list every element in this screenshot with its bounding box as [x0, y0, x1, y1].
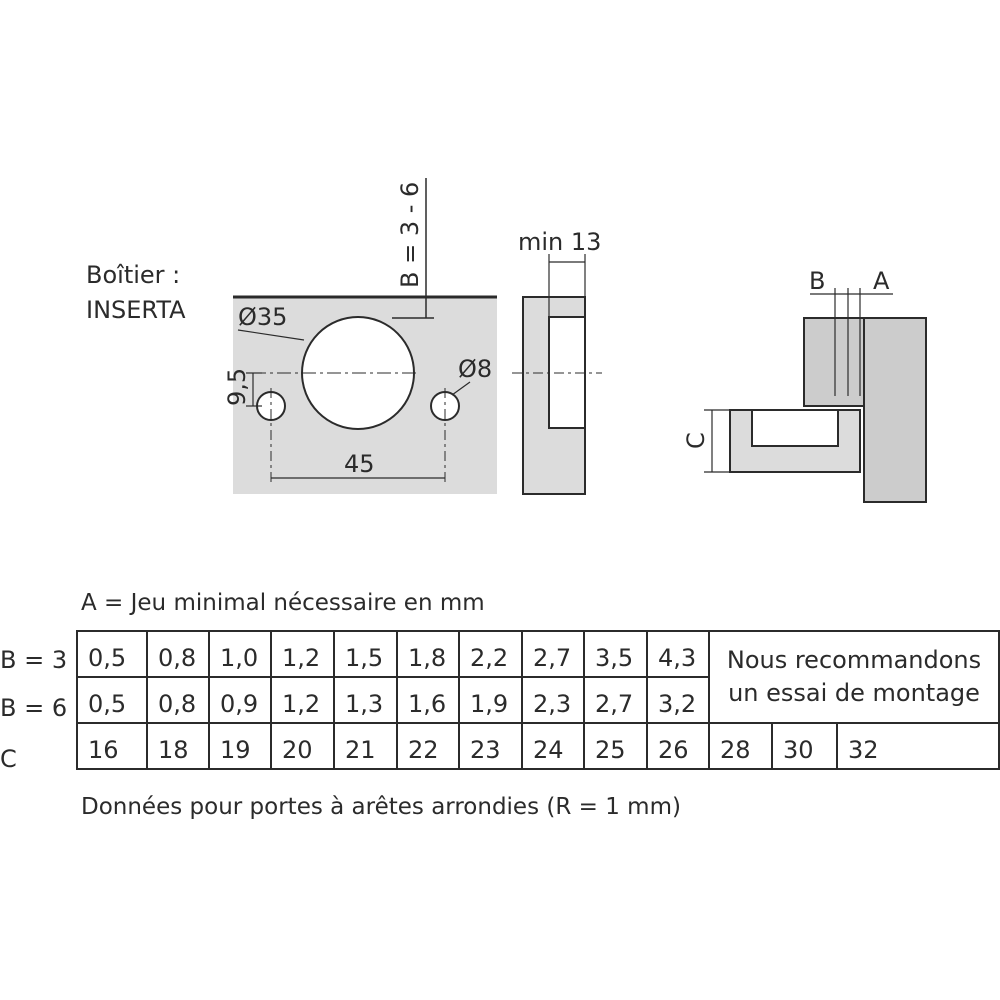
- table-cell: 23: [458, 722, 523, 770]
- table-cell: 25: [583, 722, 648, 770]
- table-cell: 4,3: [646, 630, 710, 678]
- table-row-b3: 0,5 0,8 1,0 1,2 1,5 1,8 2,2 2,7 3,5 4,3 …: [76, 630, 1000, 724]
- table-cell: 28: [708, 722, 773, 770]
- c-letter: C: [682, 432, 710, 449]
- table-cell: 18: [146, 722, 210, 770]
- table-cell: 26: [646, 722, 710, 770]
- table-cell: 19: [208, 722, 272, 770]
- table-cell: 21: [333, 722, 398, 770]
- table-cell: 1,6: [396, 676, 460, 724]
- table-row-c: 16 18 19 20 21 22 23 24 25 26 28 30 32: [76, 722, 1000, 770]
- table-cell: 24: [521, 722, 585, 770]
- table-cell: 16: [76, 722, 148, 770]
- table-cell: 0,5: [76, 676, 148, 724]
- table-cell: 20: [270, 722, 335, 770]
- table-cell: 2,3: [521, 676, 585, 724]
- table-cell: 1,5: [333, 630, 398, 678]
- row-label-b3: B = 3: [0, 646, 68, 674]
- table-cell: 22: [396, 722, 460, 770]
- table-cell: 2,2: [458, 630, 523, 678]
- table-cell: 0,5: [76, 630, 148, 678]
- caption-bottom: Données pour portes à arêtes arrondies (…: [81, 794, 681, 820]
- row-label-b6: B = 6: [0, 694, 68, 722]
- table-cell: 32: [836, 722, 1000, 770]
- side-view: min 13: [512, 228, 602, 495]
- table-cell: 3,5: [583, 630, 648, 678]
- door-panel: [803, 317, 865, 407]
- b-letter: B: [809, 267, 825, 295]
- cup-diameter-label: Ø35: [238, 303, 287, 331]
- hinge-drawing: Boîtier : INSERTA B = 3 - 6 Ø35 Ø8 9,5 4…: [86, 178, 927, 503]
- table-cell: 1,0: [208, 630, 272, 678]
- gap-detail: B A C: [682, 267, 927, 503]
- table-cell: 1,8: [396, 630, 460, 678]
- table-cell: 1,2: [270, 630, 335, 678]
- table-cell: 2,7: [521, 630, 585, 678]
- front-view: B = 3 - 6 Ø35 Ø8 9,5 45: [223, 178, 497, 494]
- recommendation-note: Nous recommandons un essai de montage: [708, 630, 1000, 724]
- table-cell: 0,9: [208, 676, 272, 724]
- table-cell: 3,2: [646, 676, 710, 724]
- table-cell: 1,9: [458, 676, 523, 724]
- table-row-b6: 0,5 0,8 0,9 1,2 1,3 1,6 1,9 2,3 2,7 3,2: [76, 676, 999, 724]
- table-cell: 0,8: [146, 676, 210, 724]
- table-cell: 1,3: [333, 676, 398, 724]
- table-cell: 1,2: [270, 676, 335, 724]
- offset-label: 9,5: [223, 368, 251, 406]
- housing-label-line2: INSERTA: [86, 296, 186, 324]
- table-cell: 2,7: [583, 676, 648, 724]
- table-cell: 0,8: [146, 630, 210, 678]
- housing-label-line1: Boîtier :: [86, 261, 180, 289]
- b-range-label: B = 3 - 6: [396, 182, 424, 288]
- pin-diameter-label: Ø8: [458, 355, 492, 383]
- min-depth-label: min 13: [518, 228, 601, 256]
- row-label-c: C: [0, 745, 17, 773]
- cup-leader: [237, 329, 305, 341]
- base-recess: [751, 409, 839, 447]
- cabinet-side-panel: [863, 317, 927, 503]
- spec-table: 0,5 0,8 1,0 1,2 1,5 1,8 2,2 2,7 3,5 4,3 …: [76, 630, 1000, 770]
- table-cell: 30: [771, 722, 838, 770]
- caption-top: A = Jeu minimal nécessaire en mm: [81, 590, 485, 616]
- a-letter: A: [873, 267, 890, 295]
- pin-leader: [451, 381, 471, 396]
- spacing-label: 45: [344, 450, 375, 478]
